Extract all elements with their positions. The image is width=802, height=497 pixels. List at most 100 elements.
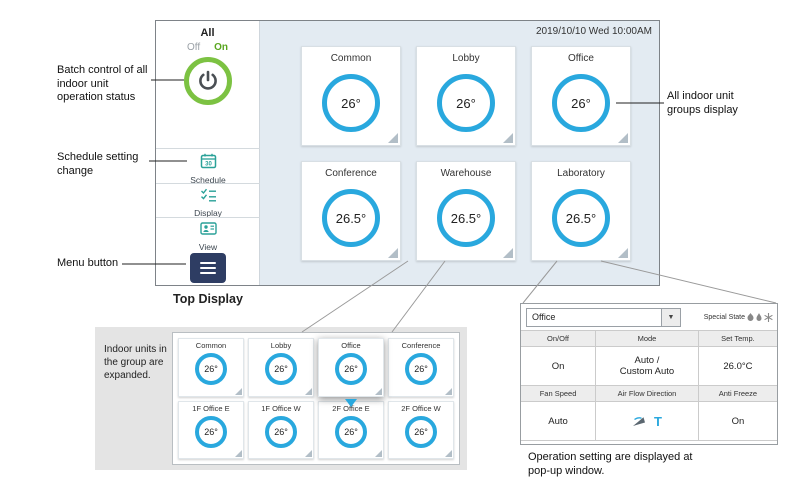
temp-ring: 26° [405, 415, 437, 448]
temp-ring: 26° [335, 415, 367, 448]
temp-ring: 26° [195, 415, 227, 448]
temp-value: 26° [341, 95, 361, 111]
onoff-value[interactable]: On [521, 346, 597, 386]
svg-text:30: 30 [205, 162, 212, 168]
divider [156, 148, 260, 149]
view-label: View [198, 242, 218, 252]
annotation-batch-control: Batch control of all indoor unit operati… [57, 64, 148, 103]
corner-triangle-icon [388, 133, 398, 143]
corner-triangle-icon [618, 248, 628, 258]
temp-value: 26° [344, 364, 358, 374]
unit-card-1f-office-w[interactable]: 1F Office W 26° [248, 400, 314, 459]
corner-triangle-icon [305, 450, 312, 457]
sidebar-item-view[interactable]: View [156, 222, 260, 252]
corner-triangle-icon [235, 387, 242, 395]
sidebar: All Off On 30 Schedule [156, 21, 260, 285]
group-card-lobby[interactable]: Lobby 26° [416, 46, 516, 146]
operation-table: On/Off Mode Set Temp. On Auto / Custom A… [521, 330, 777, 441]
temp-value: 26° [204, 364, 218, 374]
unit-card-2f-office-w[interactable]: 2F Office W 26° [388, 400, 454, 459]
expanded-group-box: Indoor units in the group are expanded. … [95, 327, 467, 470]
temp-value: 26.5° [450, 210, 482, 226]
unit-name: Common [195, 341, 227, 350]
checklist-icon [200, 188, 216, 202]
temp-value: 26° [344, 426, 358, 437]
snowflake-icon [764, 313, 773, 322]
unit-card-office[interactable]: Office 26° [318, 338, 384, 407]
airflow-value[interactable]: T [595, 401, 699, 441]
temp-value: 26.5° [335, 210, 367, 226]
temp-ring: 26° [195, 353, 227, 385]
batch-power-button[interactable] [184, 57, 232, 105]
annotation-groups-display: All indoor unit groups display [667, 90, 738, 116]
temp-ring: 26° [265, 415, 297, 448]
unit-name: Office [341, 341, 361, 350]
temp-ring: 26.5° [552, 189, 610, 247]
special-state: Special State [704, 313, 773, 322]
corner-triangle-icon [445, 450, 452, 457]
operation-popup: Office ▼ Special State On/Off Mode Set T… [520, 303, 778, 445]
divider [156, 183, 260, 184]
temp-ring: 26.5° [322, 189, 380, 247]
group-card-warehouse[interactable]: Warehouse 26.5° [416, 161, 516, 261]
temp-value: 26° [204, 426, 218, 437]
settemp-header: Set Temp. [697, 330, 777, 347]
schedule-label: Schedule [190, 175, 226, 185]
unit-card-lobby[interactable]: Lobby 26° [248, 338, 314, 397]
group-card-conference[interactable]: Conference 26.5° [301, 161, 401, 261]
popup-header: Office ▼ Special State [521, 304, 777, 330]
temp-value: 26° [274, 426, 288, 437]
unit-name: Conference [401, 341, 441, 350]
annotation-popup-note: Operation setting are displayed at pop-u… [528, 451, 693, 477]
unit-card-1f-office-e[interactable]: 1F Office E 26° [178, 400, 244, 459]
airflow-header: Air Flow Direction [595, 385, 699, 402]
group-card-office[interactable]: Office 26° [531, 46, 631, 146]
temp-ring: 26° [405, 353, 437, 385]
dropdown-button[interactable]: ▼ [662, 308, 681, 327]
corner-triangle-icon [445, 387, 452, 395]
temp-ring: 26° [552, 74, 610, 132]
power-icon [199, 70, 217, 90]
settemp-value[interactable]: 26.0°C [697, 346, 777, 386]
unit-name: 1F Office W [261, 403, 301, 413]
temp-ring: 26° [335, 353, 367, 385]
calendar-icon: 30 [200, 153, 216, 169]
menu-button[interactable] [190, 253, 226, 283]
annotation-schedule-setting: Schedule setting change [57, 151, 139, 177]
antifreeze-header: Anti Freeze [697, 385, 777, 402]
expanded-note: Indoor units in the group are expanded. [104, 344, 167, 381]
sidebar-item-schedule[interactable]: 30 Schedule [156, 153, 260, 185]
corner-triangle-icon [375, 450, 382, 457]
temp-value: 26° [456, 95, 476, 111]
off-label: Off [186, 42, 201, 53]
sidebar-item-display[interactable]: Display [156, 188, 260, 218]
airflow-direction-icon: T [654, 413, 662, 429]
group-card-laboratory[interactable]: Laboratory 26.5° [531, 161, 631, 261]
special-state-label: Special State [703, 314, 745, 321]
group-select-input[interactable]: Office [526, 308, 662, 327]
corner-triangle-icon [235, 450, 242, 457]
group-name: Warehouse [440, 168, 492, 179]
fanspeed-value[interactable]: Auto [521, 401, 597, 441]
temp-ring: 26° [437, 74, 495, 132]
datetime-text: 2019/10/10 Wed 10:00AM [535, 26, 652, 37]
temp-value: 26° [414, 426, 428, 437]
hamburger-icon [200, 262, 216, 264]
corner-triangle-icon [618, 133, 628, 143]
view-icon [199, 222, 217, 235]
unit-name: 2F Office W [401, 403, 441, 413]
antifreeze-value[interactable]: On [697, 401, 777, 441]
group-card-common[interactable]: Common 26° [301, 46, 401, 146]
unit-name: 1F Office E [192, 403, 230, 413]
on-label: On [214, 42, 229, 53]
group-name: Lobby [452, 53, 480, 64]
all-label: All [200, 27, 215, 39]
mode-value[interactable]: Auto / Custom Auto [595, 346, 699, 386]
temp-ring: 26° [322, 74, 380, 132]
unit-card-common[interactable]: Common 26° [178, 338, 244, 397]
unit-card-2f-office-e[interactable]: 2F Office E 26° [318, 400, 384, 459]
group-name: Office [568, 53, 594, 64]
unit-card-conference[interactable]: Conference 26° [388, 338, 454, 397]
onoff-header: On/Off [521, 330, 597, 347]
